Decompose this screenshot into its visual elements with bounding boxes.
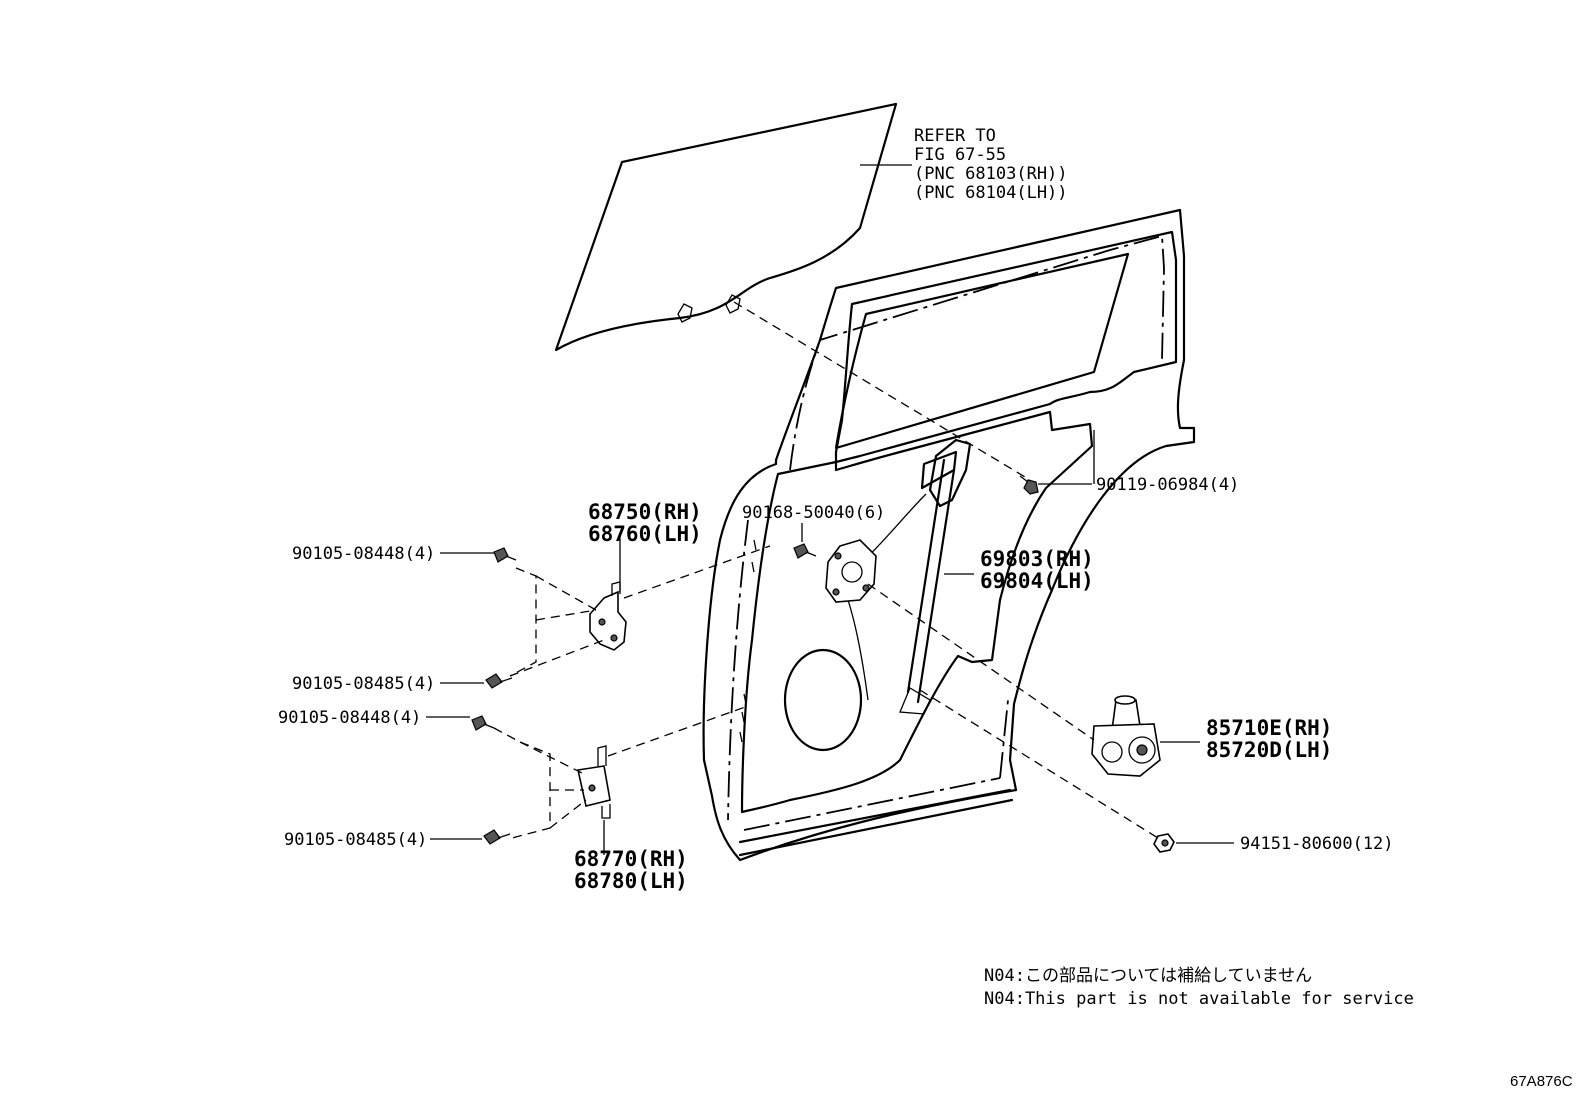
window-motor xyxy=(1091,695,1161,777)
figure-code: 67A876C xyxy=(1510,1073,1573,1090)
label-motor-rh: 85710E(RH) xyxy=(1206,716,1332,740)
leader-lines xyxy=(426,164,1234,855)
label-motor-lh: 85720D(LH) xyxy=(1206,738,1332,762)
label-bolt-lower-2: 90105-08485(4) xyxy=(284,830,427,850)
bolt-icon-lower-2 xyxy=(483,829,511,845)
label-bolt-glass: 90119-06984(4) xyxy=(1096,475,1239,495)
label-bolt-upper-1: 90105-08448(4) xyxy=(292,544,435,564)
upper-hinge xyxy=(589,581,627,651)
note-english: N04:This part is not available for servi… xyxy=(984,989,1414,1009)
reference-note: REFER TO FIG 67-55 (PNC 68103(RH)) (PNC … xyxy=(914,126,1068,203)
label-upper-hinge-rh: 68750(RH) xyxy=(588,500,702,524)
bolt-icon-glass xyxy=(1019,475,1039,495)
ref-line-1: REFER TO xyxy=(914,126,996,146)
ref-line-3: (PNC 68103(RH)) xyxy=(914,164,1068,184)
door-glass xyxy=(554,102,898,352)
label-lower-hinge-lh: 68780(LH) xyxy=(574,869,688,893)
ref-line-4: (PNC 68104(LH)) xyxy=(914,183,1068,203)
bolt-icon-upper-2 xyxy=(485,673,513,689)
label-bolt-regulator: 90168-50040(6) xyxy=(742,503,885,523)
dashed-assembly-lines xyxy=(493,301,1159,839)
label-regulator-rh: 69803(RH) xyxy=(980,547,1094,571)
bolt-icon-lower-1 xyxy=(471,715,495,731)
lower-hinge xyxy=(577,745,611,819)
window-regulator xyxy=(825,438,972,715)
label-upper-hinge-lh: 68760(LH) xyxy=(588,522,702,546)
label-lower-hinge-rh: 68770(RH) xyxy=(574,847,688,871)
nut-icon xyxy=(1153,833,1175,853)
label-bolt-upper-2: 90105-08485(4) xyxy=(292,674,435,694)
label-regulator-lh: 69804(LH) xyxy=(980,569,1094,593)
bolt-icon-regulator xyxy=(793,543,817,559)
rear-door-panel xyxy=(702,208,1196,862)
note-japanese: N04:この部品については補給していません xyxy=(984,966,1312,986)
ref-line-2: FIG 67-55 xyxy=(914,145,1006,165)
label-nut: 94151-80600(12) xyxy=(1240,834,1394,854)
label-bolt-lower-1: 90105-08448(4) xyxy=(278,708,421,728)
bolt-icon-upper-1 xyxy=(493,547,517,563)
